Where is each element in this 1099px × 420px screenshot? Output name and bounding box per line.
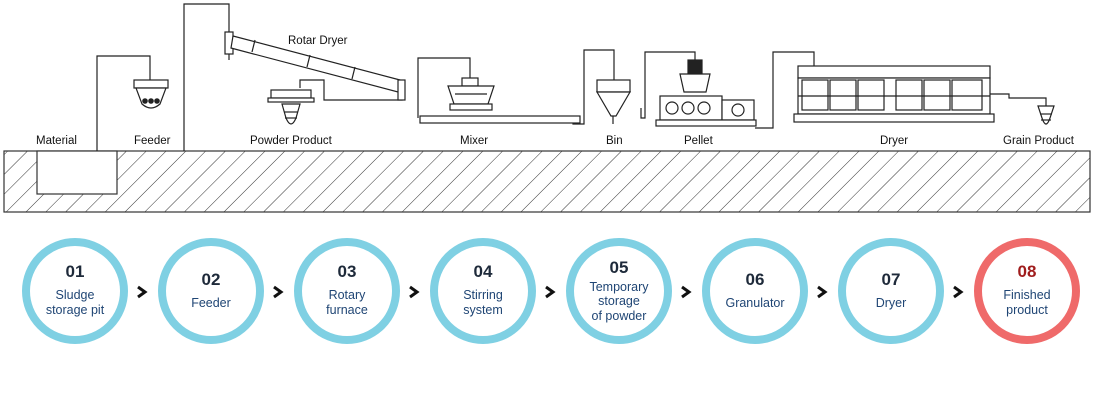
rotary-dryer-machine: [224, 31, 406, 101]
step-label: Sludge storage pit: [45, 287, 105, 318]
process-diagram: Rotar Dryer Material Feeder Powder Produ…: [3, 3, 1091, 213]
feeder-label: Feeder: [134, 135, 171, 147]
step-label: Stirring system: [463, 287, 503, 318]
sludge-pit: [36, 150, 118, 195]
dryer-label: Dryer: [880, 135, 908, 147]
step-sludge-storage-pit: 01 Sludge storage pit: [22, 238, 128, 344]
chevron-right-icon: [543, 285, 557, 299]
step-label: Granulator: [725, 295, 785, 310]
chevron-right-icon: [271, 285, 285, 299]
step-number: 07: [881, 269, 901, 289]
bin-label: Bin: [606, 135, 623, 147]
bin-machine: [595, 79, 632, 124]
step-label: Dryer: [875, 295, 907, 310]
step-label: Feeder: [191, 295, 231, 310]
step-label: Temporary storage of powder: [589, 279, 649, 323]
step-finished-product: 08 Finished product: [974, 238, 1080, 344]
process-diagram-svg: Rotar Dryer Material Feeder Powder Produ…: [3, 3, 1091, 213]
step-number: 01: [65, 262, 85, 282]
step-rotary-furnace: 03 Rotary furnace: [294, 238, 400, 344]
step-number: 05: [609, 258, 629, 278]
step-number: 08: [1017, 262, 1037, 282]
ground-slab: [3, 150, 1091, 213]
step-granulator: 06 Granulator: [702, 238, 808, 344]
chevron-right-icon: [679, 285, 693, 299]
mixer-label: Mixer: [460, 135, 488, 147]
powder-product-cyclone: [267, 89, 315, 125]
step-temporary-storage: 05 Temporary storage of powder: [566, 238, 672, 344]
step-number: 04: [473, 262, 493, 282]
pellet-machine: [655, 59, 757, 127]
rotar-dryer-label: Rotar Dryer: [288, 35, 348, 47]
step-label: Rotary furnace: [326, 287, 368, 318]
step-number: 02: [201, 269, 221, 289]
chevron-right-icon: [135, 285, 149, 299]
step-number: 06: [745, 269, 765, 289]
grain-product-label: Grain Product: [1003, 135, 1075, 147]
step-number: 03: [337, 262, 357, 282]
mixer-machine: [419, 77, 581, 124]
chevron-right-icon: [951, 285, 965, 299]
powder-product-label: Powder Product: [250, 135, 333, 147]
step-stirring-system: 04 Stirring system: [430, 238, 536, 344]
grain-product-cyclone: [1037, 105, 1055, 125]
dryer-machine: [793, 65, 995, 123]
chevron-right-icon: [815, 285, 829, 299]
feeder-machine: [133, 79, 169, 109]
pellet-label: Pellet: [684, 135, 714, 147]
material-label: Material: [36, 135, 77, 147]
step-label: Finished product: [1003, 287, 1051, 318]
step-feeder: 02 Feeder: [158, 238, 264, 344]
chevron-right-icon: [407, 285, 421, 299]
step-dryer: 07 Dryer: [838, 238, 944, 344]
